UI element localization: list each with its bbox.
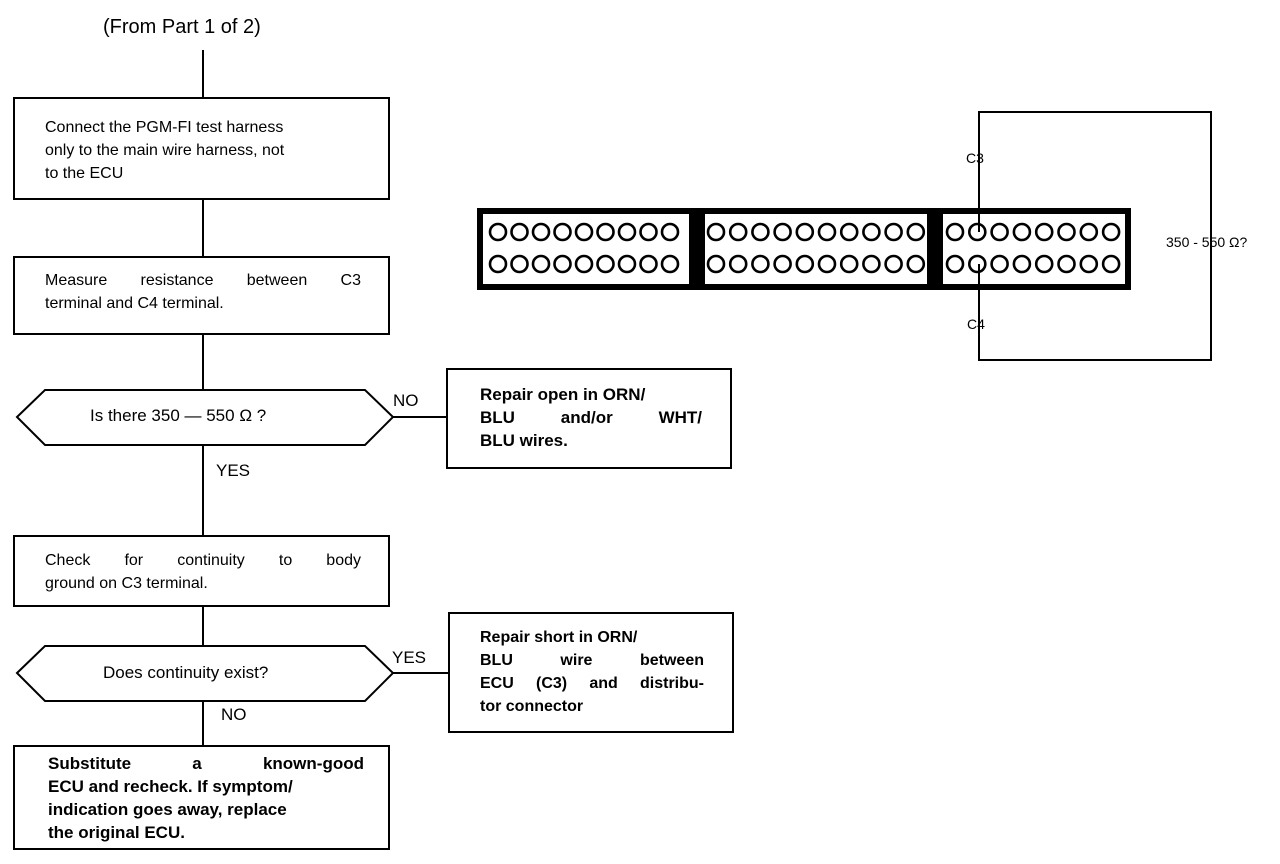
- step-check-continuity-box: Check for continuity to body ground on C…: [13, 535, 390, 607]
- connector-pin: [531, 254, 551, 274]
- connector-pin: [617, 222, 637, 242]
- meter-leads: [978, 111, 1212, 361]
- ecu-connector: [477, 208, 1131, 290]
- c3-terminal-label: C3: [966, 150, 984, 166]
- connector-pin: [553, 222, 572, 242]
- connector-pin: [1101, 254, 1121, 274]
- connector-pin: [862, 254, 881, 274]
- connector-pin: [839, 222, 859, 242]
- connector-pin: [1012, 254, 1032, 274]
- connector-pin: [488, 222, 508, 242]
- connector-pin: [906, 254, 926, 274]
- connector-pin: [596, 222, 615, 242]
- connector-pin: [945, 254, 965, 274]
- repair1-line-1: Repair open in ORN/: [480, 385, 646, 404]
- connector-pin: [706, 254, 726, 274]
- connector-pin: [660, 222, 680, 242]
- c4-terminal-label: C4: [967, 316, 985, 332]
- connector-pin: [967, 254, 987, 274]
- decision2-yes-label: YES: [392, 648, 427, 667]
- final-line-1: Substitute a known-good: [48, 754, 364, 773]
- connector-pin: [660, 254, 680, 274]
- decision2-no-label: NO: [221, 705, 247, 724]
- decision2-hexagon: [15, 645, 395, 702]
- connector-pin: [617, 254, 637, 274]
- repair2-line-3: ECU (C3) and distribu-: [480, 675, 704, 692]
- connector-pins: [488, 222, 1121, 274]
- connector-pin: [639, 222, 658, 242]
- connector-pin: [553, 254, 572, 274]
- connector-pin: [990, 222, 1009, 242]
- connector-pin: [728, 254, 748, 274]
- connector-pin: [1034, 222, 1054, 242]
- step1-line-2: only to the main wire harness, not: [45, 142, 285, 159]
- connector-pin: [1012, 222, 1032, 242]
- connector-pin: [574, 222, 594, 242]
- connector-pin: [1034, 254, 1054, 274]
- connector-pin: [773, 254, 792, 274]
- connector-pin: [1057, 254, 1076, 274]
- connector-pin: [795, 254, 815, 274]
- repair2-line-2: BLU wire between: [480, 652, 704, 669]
- connector-pin: [1101, 222, 1121, 242]
- connector-pin: [817, 254, 837, 274]
- step1-line-3: to the ECU: [45, 165, 124, 182]
- decision1-hexagon: [15, 389, 395, 446]
- connector-pin: [884, 254, 903, 274]
- decision1-yes-label: YES: [216, 461, 251, 480]
- lead-c3: [978, 111, 1212, 361]
- connector-pin: [967, 222, 987, 242]
- connector-pin: [839, 254, 859, 274]
- connector-pin: [574, 254, 594, 274]
- step2-line-2: terminal and C4 terminal.: [45, 295, 224, 312]
- connector-pin: [706, 222, 726, 242]
- step1-line-1: Connect the PGM-FI test harness: [45, 119, 284, 136]
- connector-pin: [531, 222, 551, 242]
- final-substitute-ecu-box: Substitute a known-good ECU and recheck.…: [13, 745, 390, 850]
- connector-pin: [990, 254, 1009, 274]
- decision1-no-label: NO: [393, 391, 419, 410]
- step-measure-resistance-box: Measure resistance between C3 terminal a…: [13, 256, 390, 335]
- final-line-3: indication goes away, replace: [48, 800, 287, 819]
- connector-pin: [945, 222, 965, 242]
- repair-open-box: Repair open in ORN/ BLU and/or WHT/ BLU …: [446, 368, 732, 469]
- connector-pin: [488, 254, 508, 274]
- step2-line-1: Measure resistance between C3: [45, 272, 361, 289]
- repair1-line-2: BLU and/or WHT/: [480, 408, 702, 427]
- connector-pin: [773, 222, 792, 242]
- connector-pin: [817, 222, 837, 242]
- connector-pin: [751, 254, 770, 274]
- meter-reading-label: 350 - 550 Ω?: [1166, 234, 1248, 250]
- connector-pin: [1079, 254, 1099, 274]
- repair-short-box: Repair short in ORN/ BLU wire between EC…: [448, 612, 734, 733]
- repair2-line-4: tor connector: [480, 698, 584, 715]
- flow-connector-lines: [202, 50, 448, 745]
- connector-pin: [510, 222, 529, 242]
- connector-pin: [751, 222, 770, 242]
- connector-pin: [510, 254, 529, 274]
- connector-pin: [862, 222, 881, 242]
- connector-pin: [1079, 222, 1099, 242]
- decision2-text: Does continuity exist?: [103, 663, 269, 682]
- connector-pin: [596, 254, 615, 274]
- from-part1-label: (From Part 1 of 2): [103, 16, 261, 38]
- connector-pin: [906, 222, 926, 242]
- connector-pin: [728, 222, 748, 242]
- step-connect-harness-box: Connect the PGM-FI test harness only to …: [13, 97, 390, 200]
- connector-pin: [639, 254, 658, 274]
- final-line-2: ECU and recheck. If symptom/: [48, 777, 293, 796]
- decision1-text: Is there 350 — 550 Ω ?: [90, 406, 267, 425]
- final-line-4: the original ECU.: [48, 823, 185, 842]
- connector-pin: [1057, 222, 1076, 242]
- step3-line-1: Check for continuity to body: [45, 552, 361, 569]
- repair1-line-3: BLU wires.: [480, 431, 568, 450]
- step3-line-2: ground on C3 terminal.: [45, 575, 208, 592]
- connector-pin: [884, 222, 903, 242]
- connector-pin: [795, 222, 815, 242]
- connector-section-3: [943, 214, 1125, 284]
- repair2-line-1: Repair short in ORN/: [480, 629, 638, 646]
